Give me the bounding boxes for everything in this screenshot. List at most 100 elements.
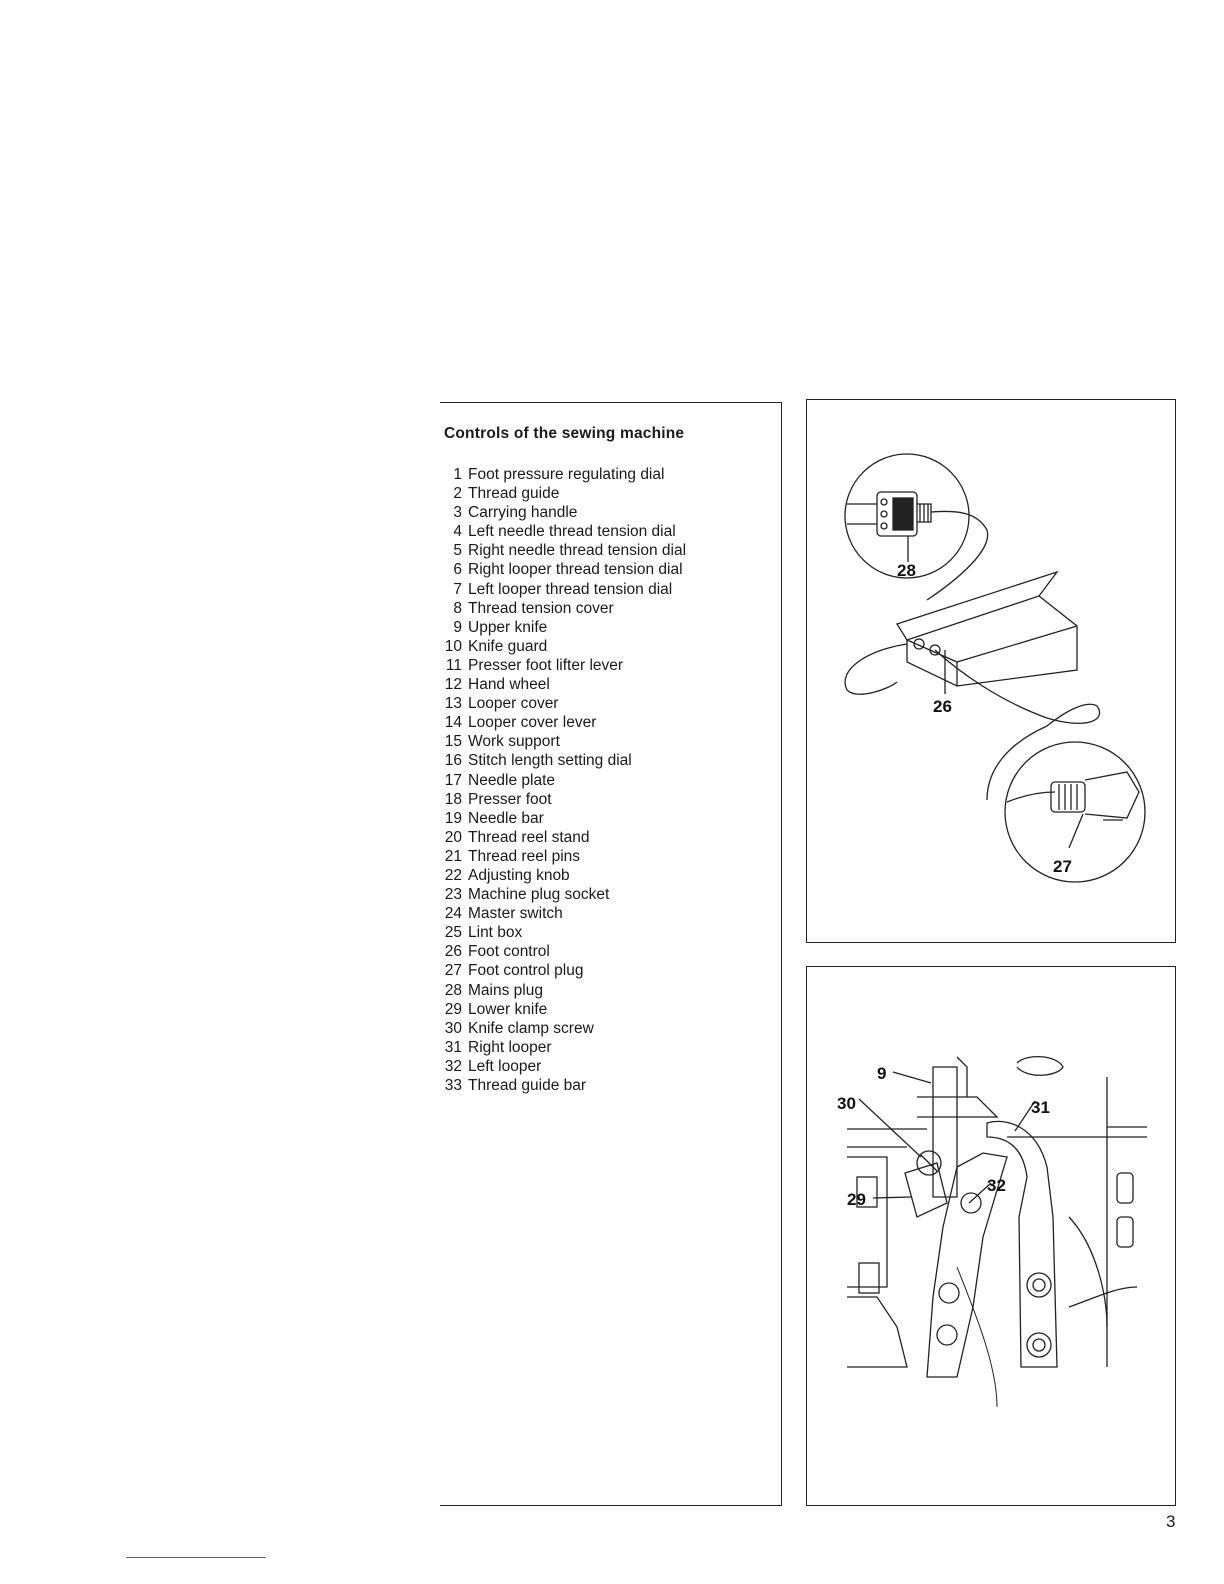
part-number: 9 xyxy=(453,618,462,636)
callout-28: 28 xyxy=(897,561,916,580)
part-label: Left looper xyxy=(468,1057,542,1075)
part-label: Presser foot xyxy=(468,790,552,808)
part-number: 2 xyxy=(453,485,462,503)
part-label: Presser foot lifter lever xyxy=(468,656,624,674)
section-title: Controls of the sewing machine xyxy=(444,425,685,442)
callout-27: 27 xyxy=(1053,857,1072,876)
part-label: Foot pressure regulating dial xyxy=(468,466,665,483)
list-item: 21 Thread reel pins xyxy=(440,847,686,866)
part-label: Mains plug xyxy=(468,981,543,999)
part-number: 21 xyxy=(444,847,462,865)
part-number: 25 xyxy=(444,924,462,942)
part-label: Needle plate xyxy=(468,771,556,789)
part-label: Left looper thread tension dial xyxy=(468,580,673,598)
callout-32: 32 xyxy=(987,1176,1006,1195)
foot-control-figure: 28 26 27 xyxy=(806,399,1176,943)
part-number: 1 xyxy=(453,466,462,483)
callout-9-leader xyxy=(892,1071,932,1084)
callout-26: 26 xyxy=(933,697,952,716)
callout-32-leader xyxy=(968,1182,992,1204)
upper-knife-icon xyxy=(932,1066,958,1198)
part-label: Thread guide xyxy=(468,485,560,503)
list-item: 3 Carrying handle xyxy=(440,503,686,522)
list-item: 11 Presser foot lifter lever xyxy=(440,656,686,675)
part-number: 13 xyxy=(444,695,462,713)
part-label: Lint box xyxy=(468,924,523,942)
part-label: Foot control xyxy=(468,943,550,961)
lower-knife-icon xyxy=(904,1162,948,1218)
part-label: Looper cover lever xyxy=(468,714,597,732)
right-bracket-lower xyxy=(1116,1216,1134,1248)
list-item: 23 Machine plug socket xyxy=(440,885,686,904)
part-number: 4 xyxy=(453,523,462,541)
callout-27-leader xyxy=(1068,813,1084,849)
part-number: 17 xyxy=(444,771,462,789)
list-item: 8 Thread tension cover xyxy=(440,599,686,618)
cable-left xyxy=(844,643,908,695)
part-label: Adjusting knob xyxy=(468,866,570,884)
lower-left-body xyxy=(847,1296,908,1368)
footer-rule xyxy=(126,1557,266,1558)
part-number: 29 xyxy=(444,1000,462,1018)
part-label: Right looper thread tension dial xyxy=(468,561,683,579)
callout-31-leader xyxy=(1014,1100,1036,1132)
list-item: 4 Left needle thread tension dial xyxy=(440,522,686,541)
part-number: 22 xyxy=(444,866,462,884)
part-label: Knife guard xyxy=(468,637,548,655)
part-number: 24 xyxy=(444,905,462,923)
list-item: 16 Stitch length setting dial xyxy=(440,751,686,770)
list-item: 1 Foot pressure regulating dial xyxy=(440,465,686,484)
part-number: 5 xyxy=(453,542,462,560)
right-bracket-upper xyxy=(1116,1172,1134,1204)
part-number: 23 xyxy=(444,886,462,904)
part-number: 26 xyxy=(444,943,462,961)
part-number: 15 xyxy=(444,733,462,751)
part-number: 18 xyxy=(444,790,462,808)
list-item: 33 Thread guide bar xyxy=(440,1076,686,1095)
callout-31: 31 xyxy=(1031,1098,1050,1117)
list-item: 17 Needle plate xyxy=(440,771,686,790)
knife-area-illustration: 9 30 31 32 29 xyxy=(837,1056,1147,1408)
callout-9: 9 xyxy=(877,1064,886,1083)
part-number: 31 xyxy=(444,1038,462,1056)
mains-plug-icon xyxy=(847,491,989,601)
list-item: 25 Lint box xyxy=(440,923,686,942)
part-label: Foot control plug xyxy=(468,962,584,980)
left-housing xyxy=(847,1156,888,1288)
list-item: 22 Adjusting knob xyxy=(440,866,686,885)
part-label: Thread guide bar xyxy=(468,1077,587,1094)
part-number: 16 xyxy=(444,752,462,770)
part-number: 33 xyxy=(444,1077,462,1094)
part-label: Machine plug socket xyxy=(468,886,610,904)
part-label: Stitch length setting dial xyxy=(468,752,632,770)
left-slot xyxy=(856,1176,878,1208)
part-number: 11 xyxy=(445,656,462,674)
foot-control-plug-detail-circle xyxy=(1004,741,1146,883)
controls-panel: Controls of the sewing machine 1 Foot pre… xyxy=(440,402,782,1506)
part-label: Thread reel pins xyxy=(468,847,581,865)
part-label: Carrying handle xyxy=(468,504,578,522)
part-label: Thread reel stand xyxy=(468,828,590,846)
part-number: 8 xyxy=(453,599,462,617)
part-number: 10 xyxy=(444,637,462,655)
left-slot-lower xyxy=(858,1262,880,1294)
list-item: 10 Knife guard xyxy=(440,637,686,656)
part-label: Thread tension cover xyxy=(468,599,614,617)
part-number: 3 xyxy=(453,504,462,522)
part-label: Left needle thread tension dial xyxy=(468,523,676,541)
